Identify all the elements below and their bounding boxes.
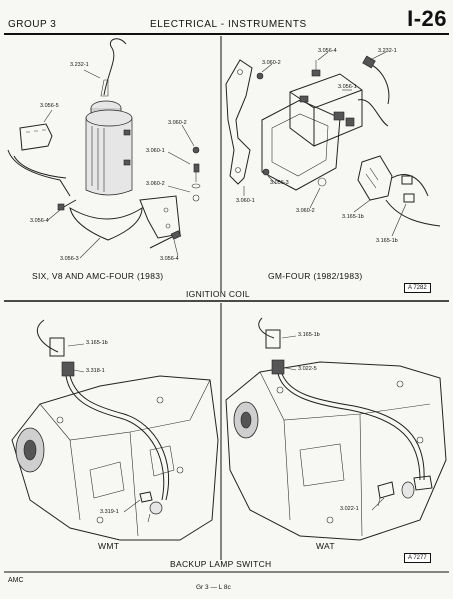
part-label: 3.232-1	[378, 48, 397, 54]
ignition-coil-right-drawing	[225, 51, 441, 237]
backup-switch-wat-drawing	[225, 317, 447, 541]
group-label: GROUP 3	[8, 19, 57, 30]
part-label: 3.056-4	[318, 48, 337, 54]
part-label: 3.165-1b	[376, 238, 398, 244]
ignition-figure-id: A 7282	[404, 283, 431, 293]
part-label: 3.022-1	[340, 506, 359, 512]
part-label: 3.056-4	[160, 256, 179, 262]
part-label: 3.056-3	[60, 256, 79, 262]
page-number: I-26	[407, 6, 447, 31]
part-label: 3.022-5	[298, 366, 317, 372]
backup-figure-id: A 7277	[404, 553, 431, 563]
footer-code: Gr 3 — L 8c	[196, 584, 231, 591]
part-label: 3.060-2	[146, 181, 165, 187]
part-label: 3.056-3	[270, 180, 289, 186]
part-label: 3.165-1b	[298, 332, 320, 338]
footer-brand: AMC	[8, 577, 24, 584]
part-label: 3.056-1	[338, 84, 357, 90]
header-rule	[4, 33, 449, 35]
part-label: 3.318-1	[86, 368, 105, 374]
ignition-left-caption: SIX, V8 AND AMC-FOUR (1983)	[32, 271, 164, 281]
part-label: 3.060-1	[146, 148, 165, 154]
part-label: 3.060-1	[236, 198, 255, 204]
part-label: 3.165-1b	[86, 340, 108, 346]
backup-switch-wmt-drawing	[11, 319, 219, 541]
backup-section-title: BACKUP LAMP SWITCH	[170, 559, 272, 569]
part-label: 3.056-5	[40, 103, 59, 109]
backup-right-caption: WAT	[316, 541, 335, 551]
ignition-section-title: IGNITION COIL	[186, 289, 250, 299]
part-label: 3.060-2	[296, 208, 315, 214]
part-label: 3.319-1	[100, 509, 119, 515]
part-label: 3.060-2	[262, 60, 281, 66]
ignition-coil-left-drawing	[7, 38, 201, 259]
part-label: 3.232-1	[70, 62, 89, 68]
backup-left-caption: WMT	[98, 541, 120, 551]
part-label: 3.165-1b	[342, 214, 364, 220]
page-title: ELECTRICAL - INSTRUMENTS	[150, 19, 307, 30]
part-label: 3.056-4	[30, 218, 49, 224]
ignition-right-caption: GM-FOUR (1982/1983)	[268, 271, 363, 281]
part-label: 3.060-2	[168, 120, 187, 126]
